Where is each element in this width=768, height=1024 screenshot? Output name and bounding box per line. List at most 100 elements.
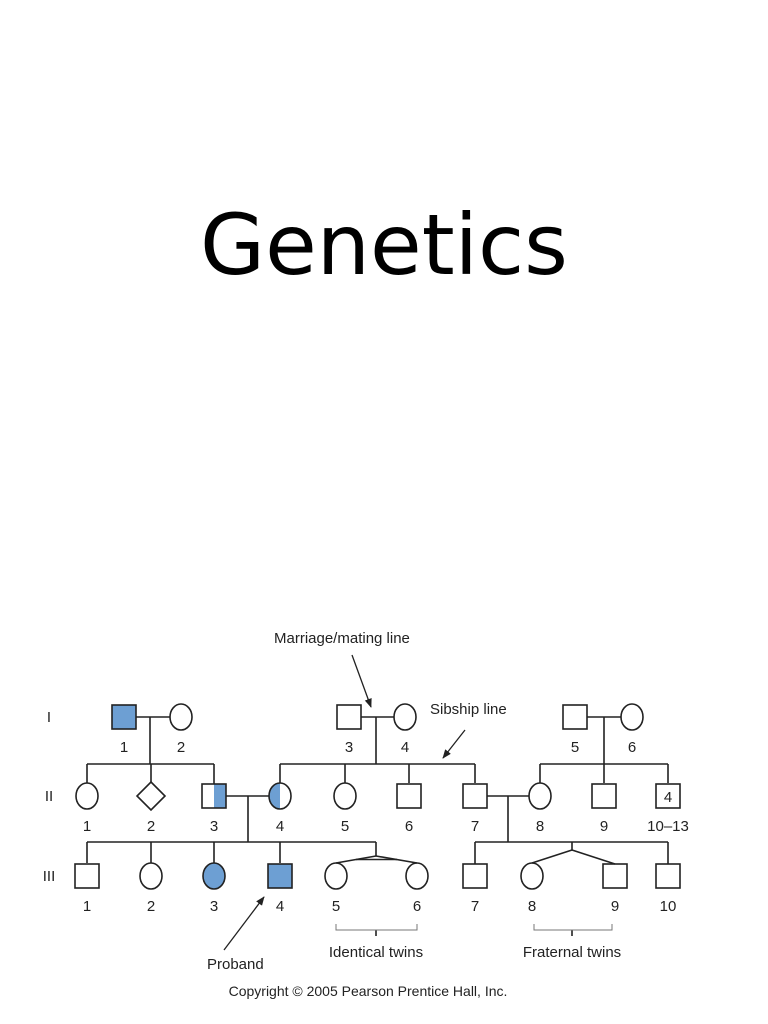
generation-label-III: III (43, 868, 56, 885)
copyright-text: Copyright © 2005 Pearson Prentice Hall, … (229, 983, 508, 999)
circle-outline (405, 862, 429, 890)
circle-outline (528, 782, 552, 810)
affected-fill (203, 863, 225, 889)
individual-II-10-13-square-symbol: 4 (655, 783, 681, 809)
sibling-count-text: 4 (664, 789, 672, 806)
square-outline (396, 783, 422, 809)
individual-III-10-square-symbol (655, 863, 681, 889)
square-outline (74, 863, 100, 889)
individual-III-6-circle-symbol (405, 862, 429, 890)
affected-fill (268, 864, 292, 888)
square-outline (267, 863, 293, 889)
affected-fill (112, 705, 136, 729)
circle-outline (324, 862, 348, 890)
individual-label-II-5: 5 (341, 818, 349, 835)
individual-label-III-7: 7 (471, 898, 479, 915)
individual-label-III-4: 4 (276, 898, 284, 915)
individual-III-3-circle-symbol (202, 862, 226, 890)
individual-label-III-9: 9 (611, 898, 619, 915)
circle-outline (169, 703, 193, 731)
square-outline (462, 863, 488, 889)
square-outline (111, 704, 137, 730)
twin-line (531, 849, 573, 864)
individual-label-III-8: 8 (528, 898, 536, 915)
sibship-line-annotation: Sibship line (430, 701, 507, 718)
square-outline (462, 783, 488, 809)
individual-label-II-4: 4 (276, 818, 284, 835)
individual-label-I-1: 1 (120, 739, 128, 756)
individual-III-2-circle-symbol (139, 862, 163, 890)
square-outline (655, 783, 681, 809)
individual-II-7-square-symbol (462, 783, 488, 809)
individual-III-7-square-symbol (462, 863, 488, 889)
individual-label-II-7: 7 (471, 818, 479, 835)
individual-label-II-10-13: 10–13 (647, 818, 689, 835)
twin-line (571, 849, 616, 865)
individual-I-6-circle-symbol (620, 703, 644, 731)
individual-label-I-2: 2 (177, 739, 185, 756)
slide-title: Genetics (200, 196, 568, 294)
proband-annotation: Proband (207, 956, 264, 973)
individual-label-II-1: 1 (83, 818, 91, 835)
individual-III-8-circle-symbol (520, 862, 544, 890)
individual-label-III-5: 5 (332, 898, 340, 915)
identical-twins-annotation: Identical twins (329, 944, 423, 961)
identical-twins-bracket (335, 924, 418, 931)
fraternal-twins-bracket (533, 924, 613, 931)
individual-III-4-square-symbol (267, 863, 293, 889)
individual-label-I-3: 3 (345, 739, 353, 756)
generation-label-II: II (45, 788, 53, 805)
square-outline (655, 863, 681, 889)
individual-I-3-square-symbol (336, 704, 362, 730)
individual-I-1-square-symbol (111, 704, 137, 730)
individual-label-III-1: 1 (83, 898, 91, 915)
pedigree-symbols: 4 (74, 703, 681, 890)
carrier-fill (269, 783, 280, 809)
square-outline (591, 783, 617, 809)
individual-label-III-3: 3 (210, 898, 218, 915)
sibship-arrow (442, 729, 466, 759)
individual-II-9-square-symbol (591, 783, 617, 809)
circle-outline (75, 782, 99, 810)
individual-II-6-square-symbol (396, 783, 422, 809)
circle-outline (520, 862, 544, 890)
individual-II-2-diamond-symbol (135, 780, 167, 812)
individual-label-III-10: 10 (660, 898, 677, 915)
individual-I-2-circle-symbol (169, 703, 193, 731)
diamond-outline (135, 780, 167, 812)
individual-label-I-6: 6 (628, 739, 636, 756)
square-outline (336, 704, 362, 730)
individual-II-4-circle-symbol (268, 782, 292, 810)
individual-label-II-3: 3 (210, 818, 218, 835)
marriage-arrow (351, 654, 372, 708)
individual-label-II-6: 6 (405, 818, 413, 835)
square-outline (602, 863, 628, 889)
proband-arrow (223, 896, 265, 951)
individual-label-II-9: 9 (600, 818, 608, 835)
individual-III-5-circle-symbol (324, 862, 348, 890)
individual-II-8-circle-symbol (528, 782, 552, 810)
square-outline (562, 704, 588, 730)
individual-I-4-circle-symbol (393, 703, 417, 731)
circle-outline (202, 862, 226, 890)
carrier-fill (214, 784, 226, 808)
circle-outline (620, 703, 644, 731)
individual-label-II-2: 2 (147, 818, 155, 835)
circle-outline (139, 862, 163, 890)
individual-label-II-8: 8 (536, 818, 544, 835)
circle-outline (268, 782, 292, 810)
individual-III-9-square-symbol (602, 863, 628, 889)
individual-II-5-circle-symbol (333, 782, 357, 810)
generation-label-I: I (47, 709, 51, 726)
circle-outline (333, 782, 357, 810)
individual-I-5-square-symbol (562, 704, 588, 730)
square-outline (201, 783, 227, 809)
individual-label-I-5: 5 (571, 739, 579, 756)
pedigree-lines (86, 716, 669, 936)
individual-III-1-square-symbol (74, 863, 100, 889)
fraternal-twins-annotation: Fraternal twins (523, 944, 621, 961)
